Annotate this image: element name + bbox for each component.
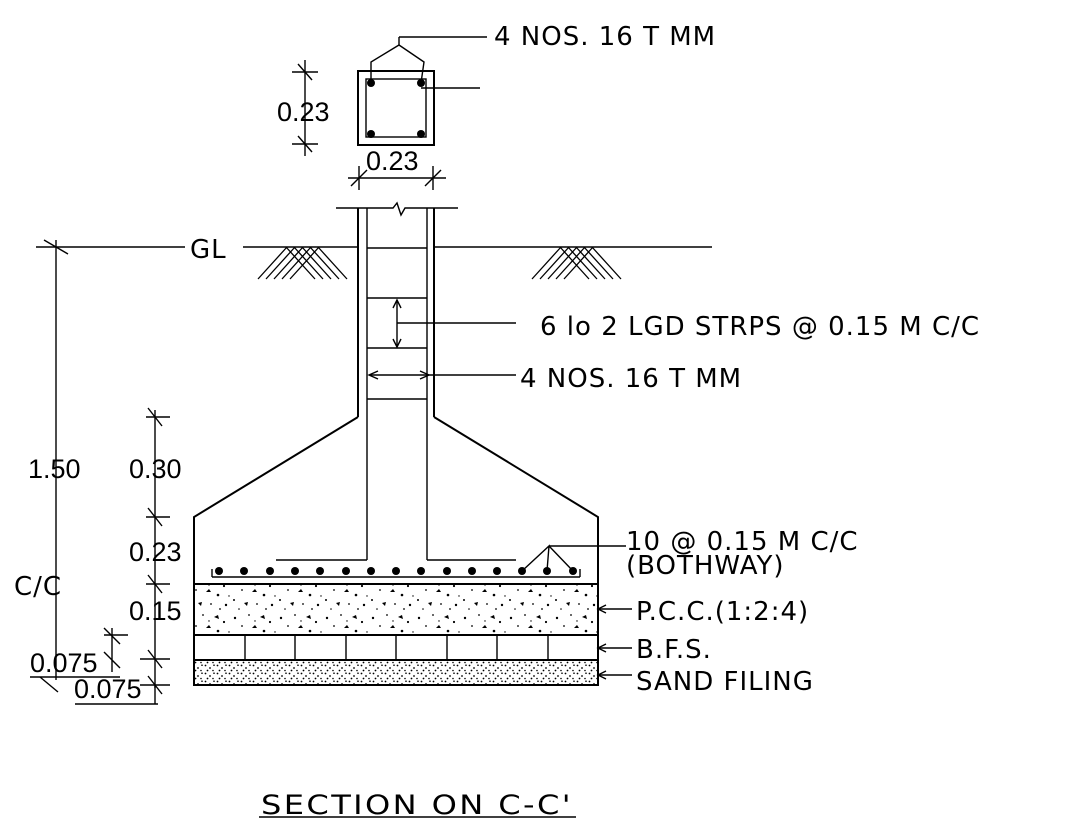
callout-column-bars: 4 NOS. 16 T MM bbox=[520, 364, 742, 394]
dim-total-depth: 1.50 bbox=[28, 454, 81, 484]
column-depth-dimension bbox=[292, 60, 318, 156]
footing-bar-dots bbox=[215, 567, 577, 575]
dim-sand-thickness: 0.075 bbox=[74, 674, 142, 704]
dim-cc: C/C bbox=[14, 572, 62, 602]
dim-pcc-thickness: 0.15 bbox=[129, 596, 182, 626]
sand-layer bbox=[193, 659, 632, 686]
dim-tapered-depth: 0.30 bbox=[129, 454, 182, 484]
column-cross-section bbox=[357, 36, 487, 146]
column-width-dimension bbox=[348, 166, 446, 190]
ground-level-label: GL bbox=[190, 235, 227, 265]
dim-column-depth: 0.23 bbox=[277, 97, 330, 127]
column-outline bbox=[357, 70, 435, 146]
label-pcc: P.C.C.(1:2:4) bbox=[636, 597, 809, 627]
label-sand-filling: SAND FILING bbox=[636, 667, 814, 697]
callout-footing-bars: 10 @ 0.15 M C/C bbox=[626, 527, 859, 557]
bfs-layer bbox=[193, 634, 632, 661]
dim-column-width: 0.23 bbox=[366, 146, 419, 176]
rebar-leader-hat bbox=[370, 44, 425, 84]
earth-hatch bbox=[257, 246, 622, 280]
break-line bbox=[336, 201, 458, 217]
footing bbox=[193, 416, 626, 585]
column-tie bbox=[365, 78, 427, 138]
column-elevation bbox=[276, 201, 516, 561]
callout-column-bars-top: 4 NOS. 16 T MM bbox=[494, 22, 716, 52]
label-bfs: B.F.S. bbox=[636, 635, 712, 665]
drawing-title: SECTION ON C-C' bbox=[261, 790, 573, 818]
dim-bfs-thickness: 0.075 bbox=[30, 648, 98, 678]
rebar-dot bbox=[417, 130, 425, 138]
total-depth-dimension bbox=[43, 239, 69, 680]
pcc-layer bbox=[193, 583, 632, 636]
layer-depth-dimensions bbox=[30, 407, 170, 705]
rebar-dot bbox=[367, 130, 375, 138]
callout-stirrups: 6 lo 2 LGD STRPS @ 0.15 M C/C bbox=[540, 312, 980, 342]
callout-bothway: (BOTHWAY) bbox=[626, 551, 785, 581]
dim-footing-base-depth: 0.23 bbox=[129, 537, 182, 567]
ground-line bbox=[36, 246, 712, 280]
